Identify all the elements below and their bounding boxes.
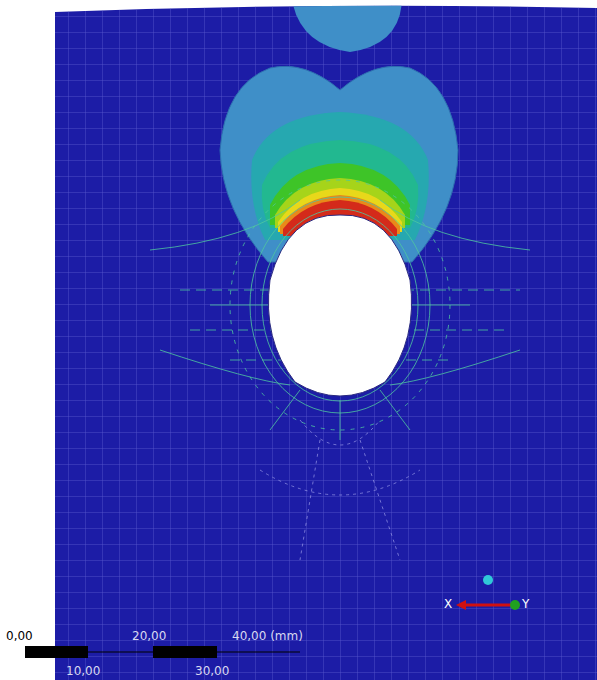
scale-value: 0,00 (6, 629, 33, 643)
scale-value: 40,00 (mm) (232, 629, 303, 643)
scale-value: 10,00 (66, 664, 100, 678)
axis-label: X (444, 597, 452, 611)
axis-triad (456, 575, 520, 610)
scale-value: 20,00 (132, 629, 166, 643)
axis-label: Y (522, 597, 529, 611)
scale-value: 30,00 (195, 664, 229, 678)
